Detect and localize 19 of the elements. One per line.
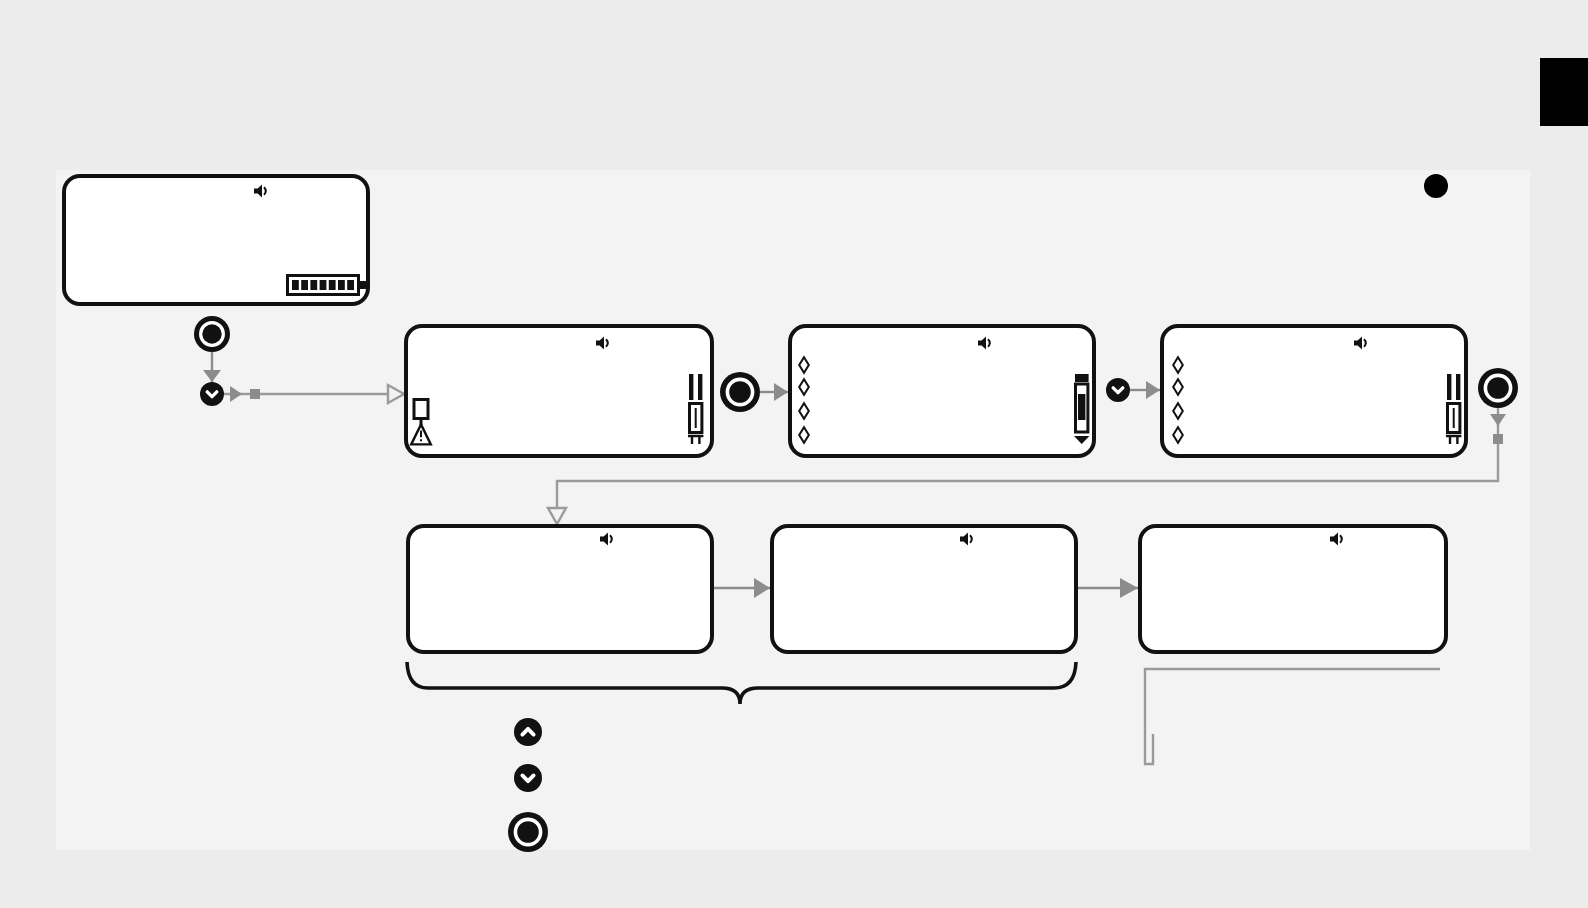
ring-button-icon (194, 316, 230, 352)
lcd-screen (770, 524, 1078, 654)
chevron-down-icon (200, 382, 224, 406)
ring-button-icon (1478, 368, 1518, 408)
lcd-screen (62, 174, 370, 306)
lcd-screen (404, 324, 714, 458)
lcd-screen (1138, 524, 1448, 654)
arrow (760, 383, 788, 401)
arrow (714, 578, 770, 598)
arrow (1078, 578, 1138, 598)
lcd-screen (788, 324, 1096, 458)
lcd-screen (1160, 324, 1468, 458)
ring-button-icon (720, 372, 760, 412)
connector-arrow (546, 408, 1506, 526)
chevron-down-icon (1106, 378, 1130, 402)
arrow (1130, 381, 1160, 399)
lcd-screen (406, 524, 714, 654)
arrow (203, 352, 221, 382)
connector-arrow (224, 383, 406, 405)
